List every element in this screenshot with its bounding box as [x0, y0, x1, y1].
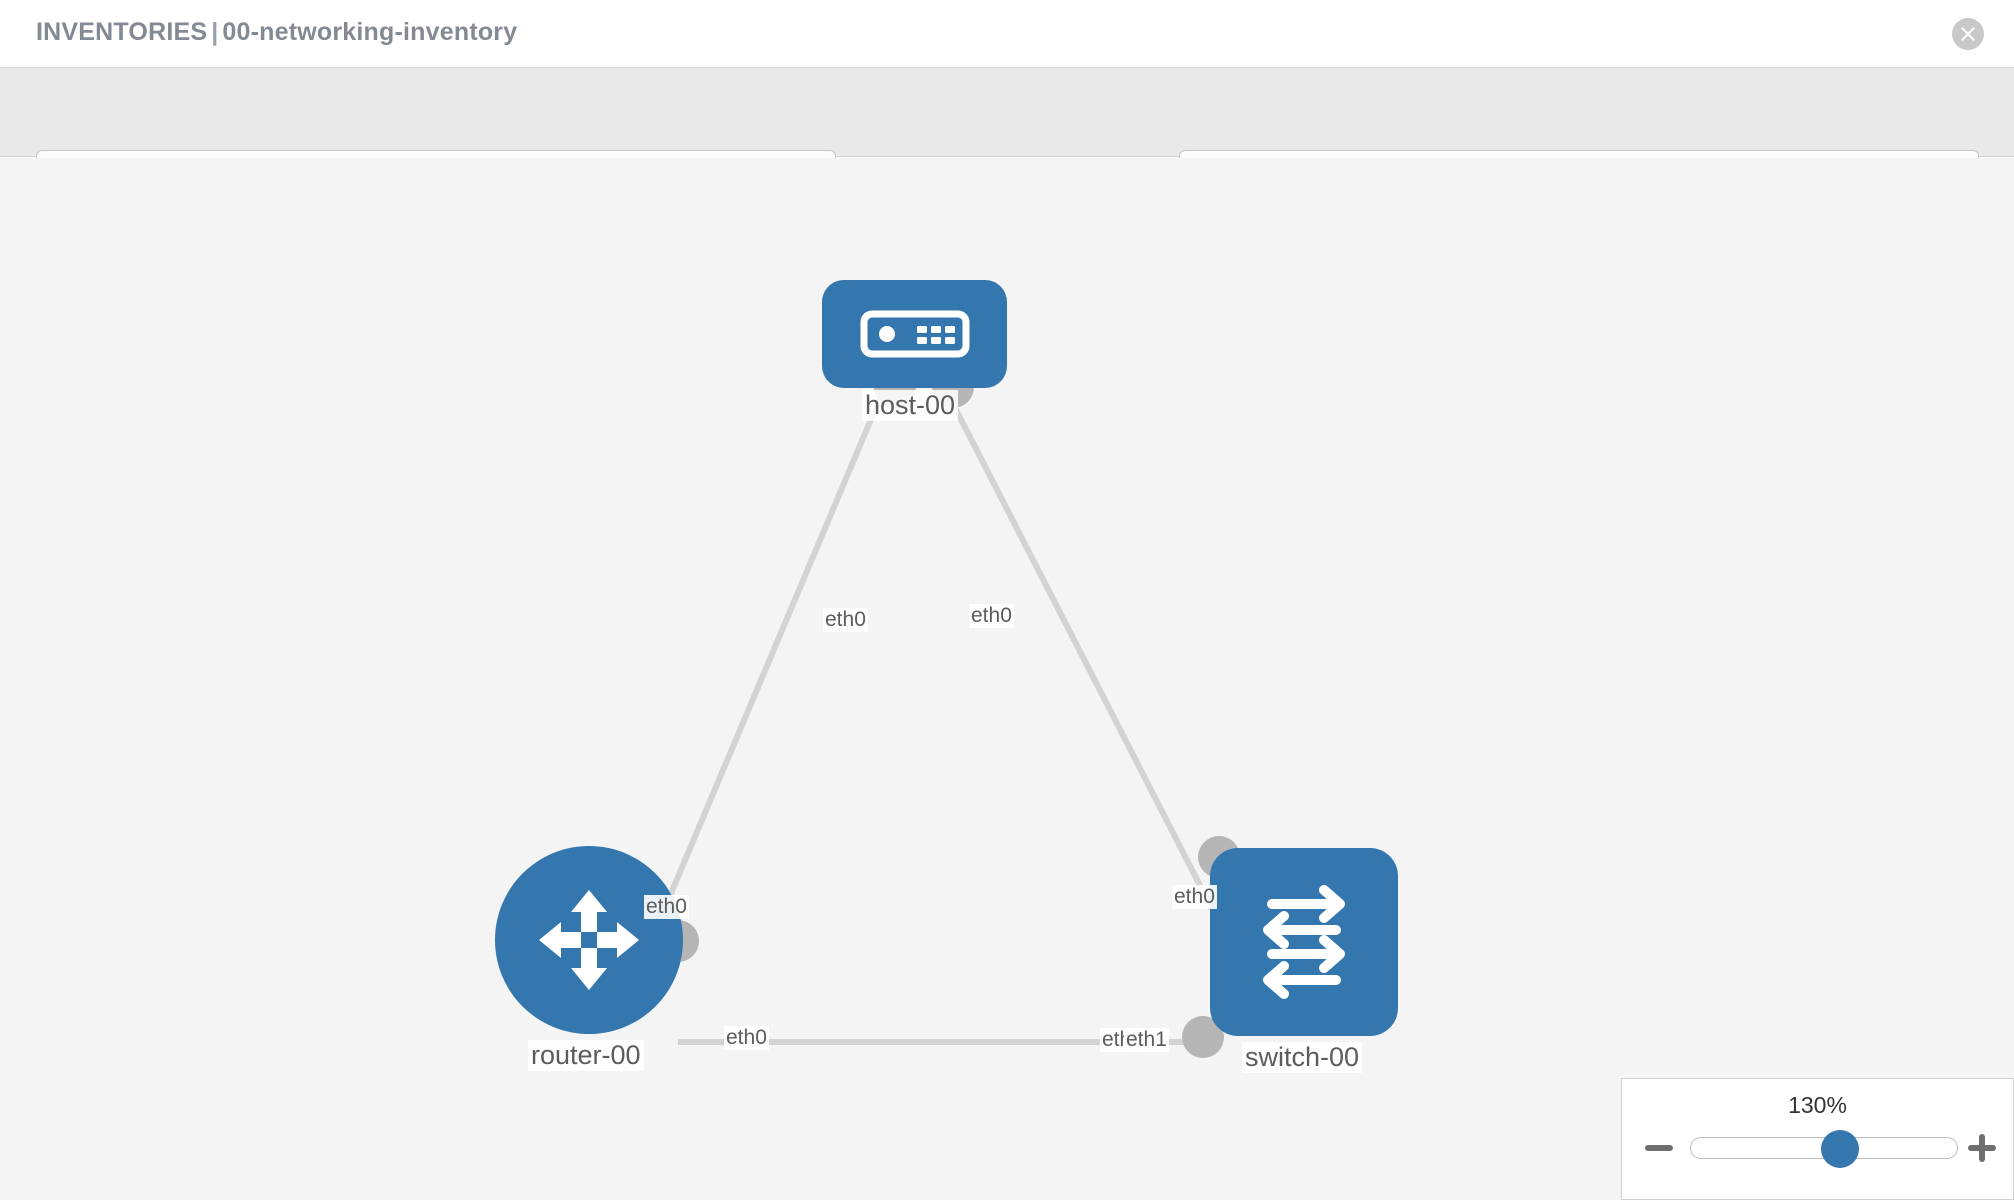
edge-host-router [645, 396, 883, 950]
link-label: eth0 [644, 895, 689, 919]
node-host-00[interactable]: host-00 [822, 280, 1007, 421]
topology-edges [645, 396, 1231, 1045]
switch-arrows-icon [1263, 885, 1345, 999]
node-router-00[interactable]: router-00 [495, 846, 699, 1071]
switch-node-shape[interactable] [1210, 848, 1398, 1036]
page-header: INVENTORIES|00-networking-inventory [0, 0, 2014, 68]
breadcrumb-current: 00-networking-inventory [222, 18, 518, 46]
router-node-shape[interactable] [495, 846, 683, 1034]
node-label: host-00 [862, 390, 959, 421]
edge-host-switch [947, 396, 1231, 942]
close-icon[interactable] [1952, 18, 1984, 50]
plus-icon[interactable] [1965, 1131, 1999, 1165]
breadcrumb-separator: | [211, 18, 219, 46]
router-arrows-icon [539, 890, 639, 990]
zoom-control: 130% [1621, 1078, 2014, 1200]
topology-canvas[interactable]: host-00 router-00 [0, 158, 2014, 1200]
minus-icon[interactable] [1642, 1131, 1676, 1165]
zoom-level-label: 130% [1788, 1092, 1847, 1118]
host-node-shape[interactable] [822, 280, 1007, 388]
link-label: eth0 [724, 1026, 769, 1050]
toolbar: ACTIONS SEARCH [0, 68, 2014, 203]
server-icon [860, 310, 969, 358]
zoom-slider[interactable] [1690, 1130, 1958, 1168]
link-label: eth0 [1172, 885, 1217, 909]
link-label: eth1 [1124, 1028, 1169, 1052]
node-label: router-00 [528, 1040, 644, 1071]
breadcrumb-root[interactable]: INVENTORIES [36, 18, 208, 46]
zoom-slider-thumb[interactable] [1820, 1130, 1859, 1168]
link-label: eth0 [969, 604, 1014, 628]
link-label: eth0 [823, 608, 868, 632]
node-label: switch-00 [1242, 1042, 1363, 1073]
breadcrumb: INVENTORIES|00-networking-inventory [36, 18, 517, 47]
node-switch-00[interactable]: switch-00 [1182, 836, 1398, 1073]
